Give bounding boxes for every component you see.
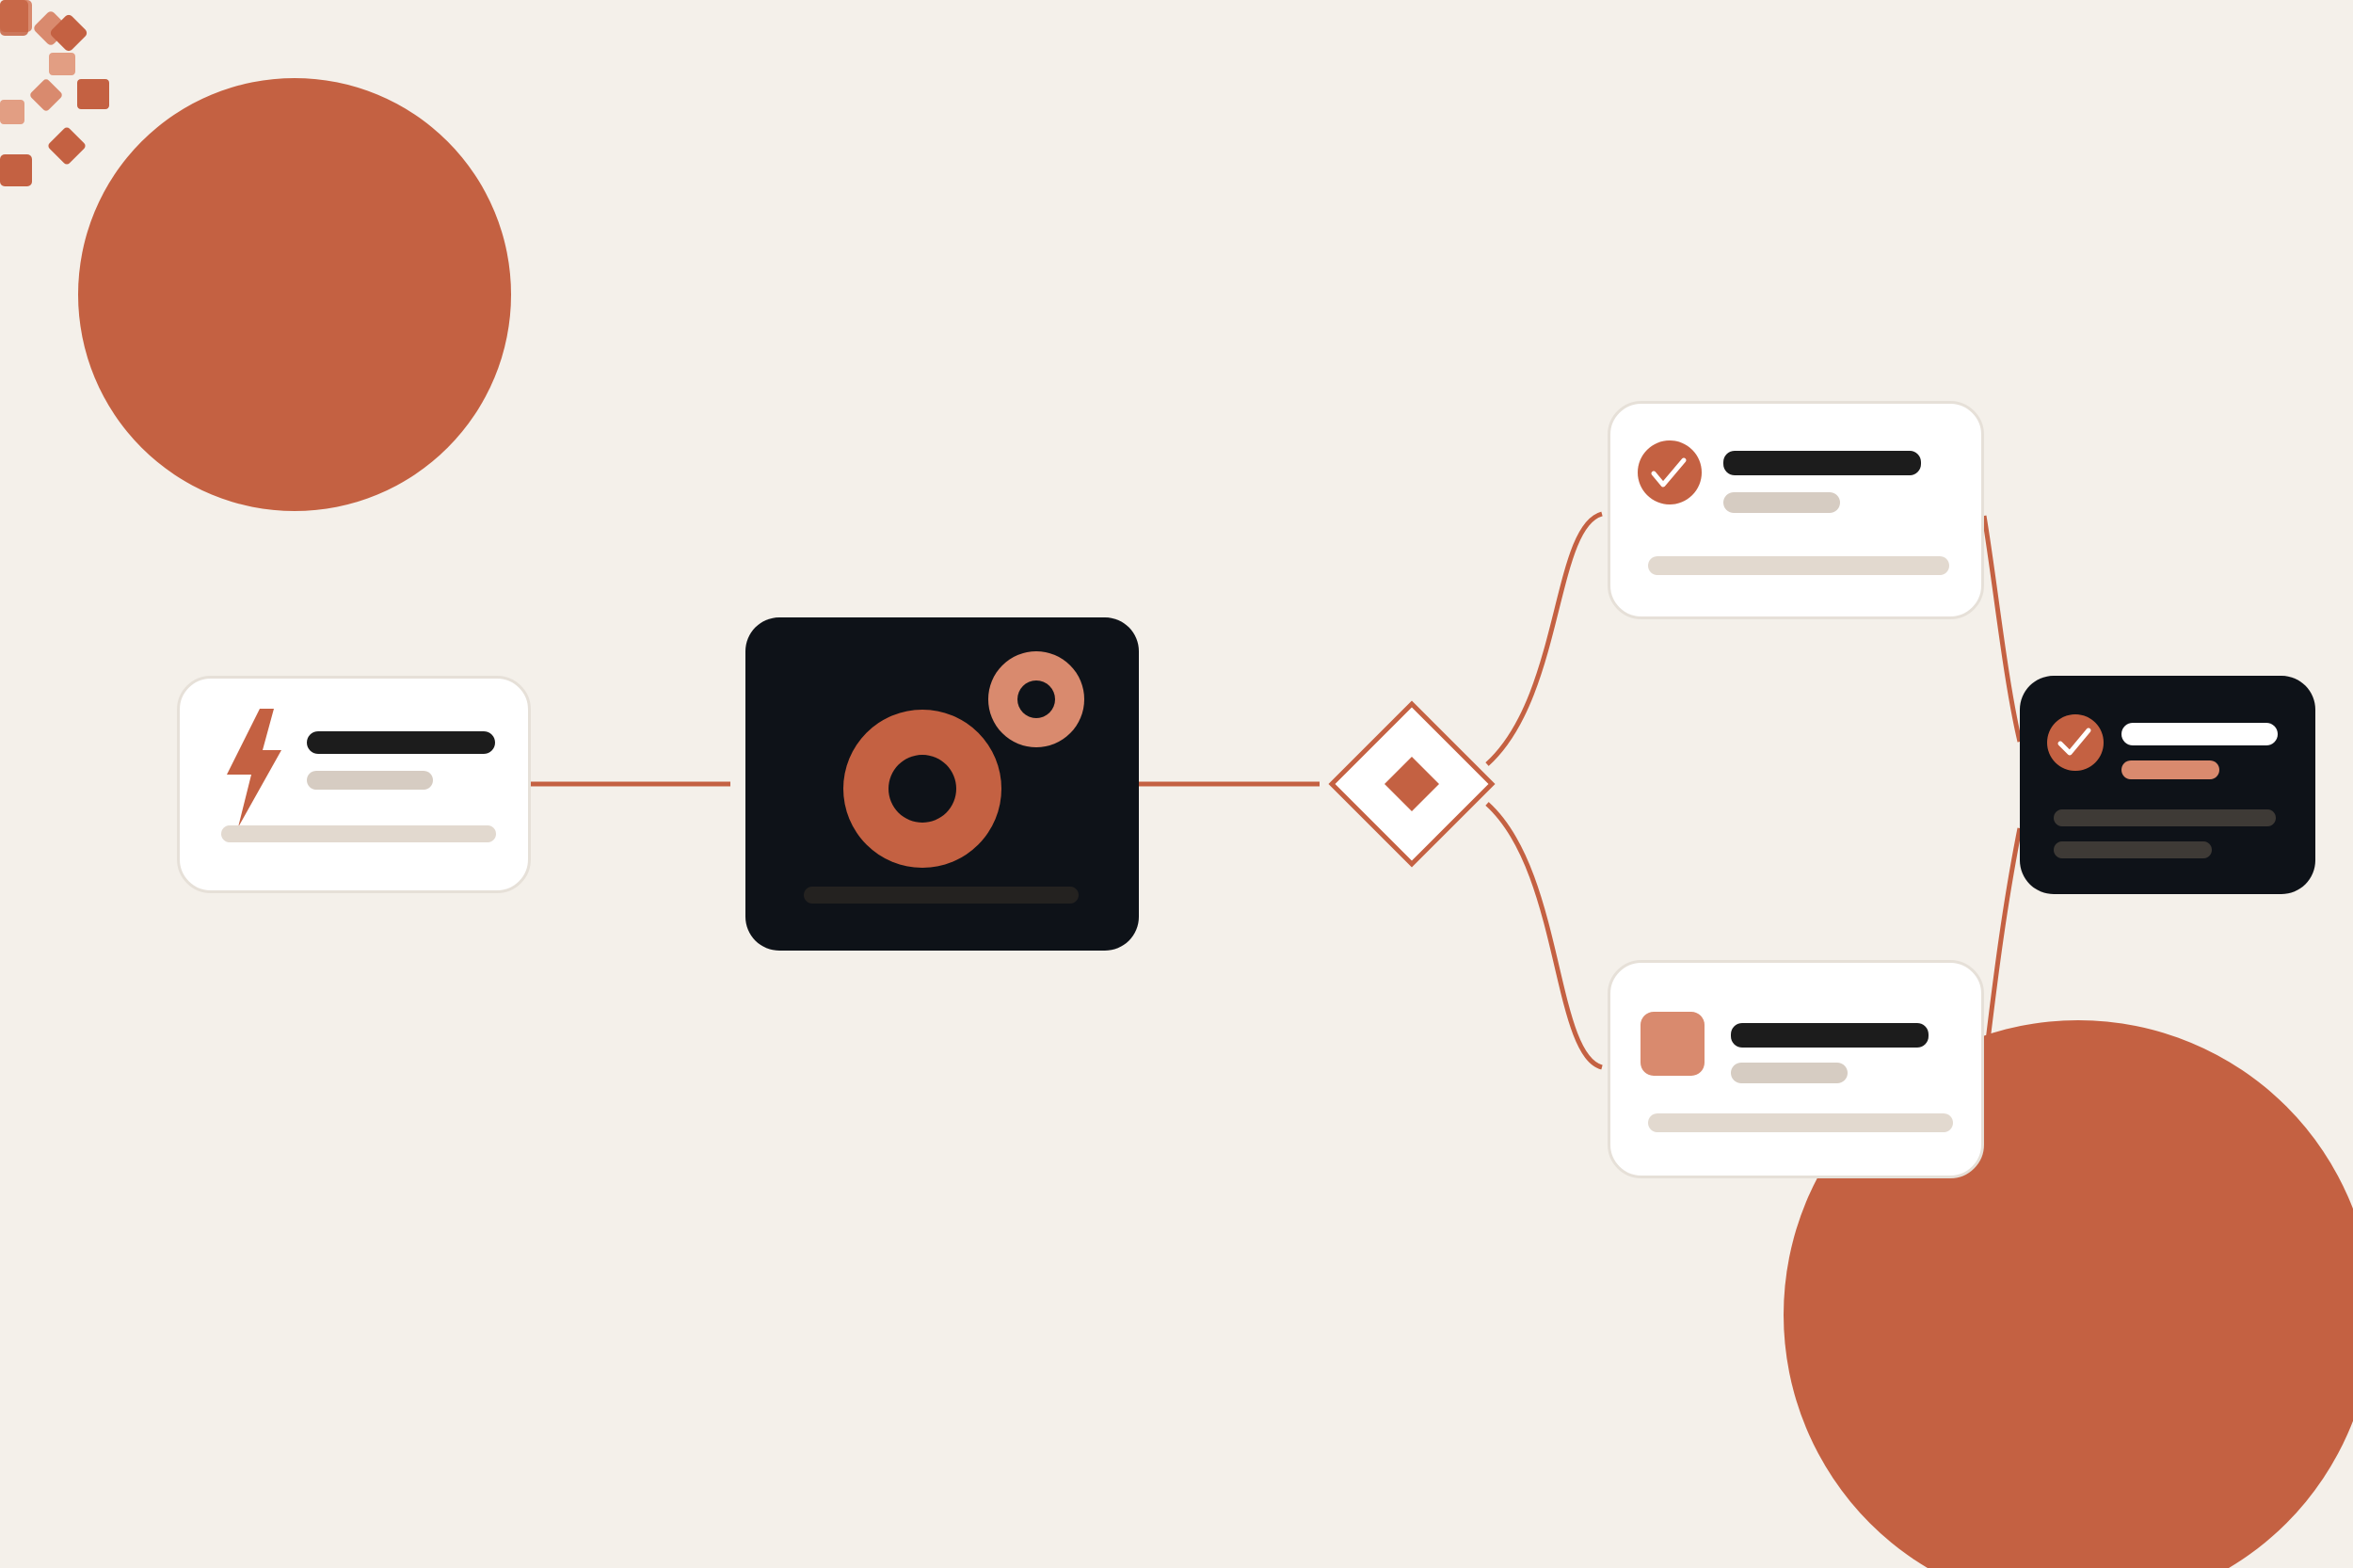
branch-alternate-node[interactable] bbox=[1608, 960, 1984, 1178]
result-detail-line-1 bbox=[2054, 809, 2276, 826]
check-circle-icon bbox=[2047, 714, 2104, 771]
check-circle-icon bbox=[1638, 440, 1702, 504]
alternate-detail-line bbox=[1648, 1113, 1953, 1132]
result-title-line bbox=[2121, 723, 2278, 745]
square-icon bbox=[1641, 1012, 1705, 1076]
success-subtitle-line bbox=[1723, 492, 1840, 513]
result-detail-line-2 bbox=[2054, 841, 2212, 858]
trigger-subtitle-line bbox=[307, 771, 433, 790]
decision-node[interactable] bbox=[1328, 700, 1496, 868]
alternate-title-line bbox=[1731, 1023, 1929, 1048]
gears-icon bbox=[843, 651, 1084, 868]
trigger-detail-line bbox=[221, 825, 496, 842]
process-label-line bbox=[804, 887, 1079, 904]
branch-success-node[interactable] bbox=[1608, 401, 1984, 619]
decorative-squares bbox=[0, 0, 109, 186]
edge-success-result bbox=[1981, 515, 2023, 743]
edge-decision-success bbox=[1485, 511, 1603, 766]
diamond-icon bbox=[1385, 757, 1439, 811]
result-subtitle-line bbox=[2121, 760, 2219, 779]
edge-alternate-result bbox=[1985, 827, 2023, 1042]
success-title-line bbox=[1723, 451, 1921, 475]
decorative-circle-top-left bbox=[78, 78, 511, 511]
edge-decision-alternate bbox=[1485, 802, 1603, 1070]
alternate-subtitle-line bbox=[1731, 1063, 1848, 1083]
success-detail-line bbox=[1648, 556, 1949, 575]
trigger-title-line bbox=[307, 731, 495, 754]
process-node[interactable] bbox=[745, 617, 1139, 951]
lightning-icon bbox=[227, 709, 281, 827]
trigger-node[interactable] bbox=[177, 676, 531, 893]
result-node[interactable] bbox=[2020, 676, 2315, 894]
